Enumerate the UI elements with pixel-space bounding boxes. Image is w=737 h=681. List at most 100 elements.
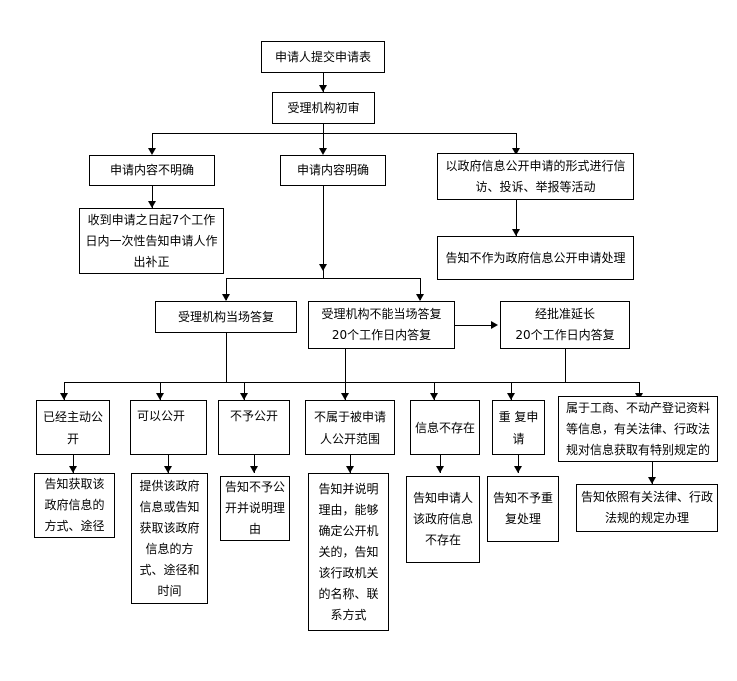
node-notify-access-method: 告知获取该政府信息的方式、途径 (34, 473, 115, 538)
arrow-bus-n3 (148, 148, 156, 155)
connector-bus3-n16 (511, 382, 512, 400)
connector-n17-n24 (652, 462, 653, 484)
node-petition-complaint-report: 以政府信息公开申请的形式进行信访、投诉、举报等活动 (437, 153, 634, 200)
node-information-not-exist: 信息不存在 (410, 400, 480, 455)
arrow-n13-n20 (250, 466, 258, 473)
arrow-n11-n18 (69, 466, 77, 473)
node-notify-reason-and-agency: 告知并说明理由，能够确定公开机关的，告知该行政机关的名称、联系方式 (308, 473, 389, 631)
connector-n3-n6 (152, 186, 153, 208)
node-notify-no-repeat: 告知不予重复处理 (487, 476, 559, 542)
connector-n13-n20 (254, 455, 255, 473)
connector-n12-n19 (168, 455, 169, 473)
node-unclear-content: 申请内容不明确 (89, 155, 215, 186)
node-label: 告知获取该政府信息的方式、途径 (44, 477, 105, 533)
arrow-bus2-n9 (416, 294, 424, 301)
connector-bus3-n12 (160, 382, 161, 400)
node-submit-application: 申请人提交申请表 (261, 41, 385, 73)
node-label: 重 复申请 (498, 409, 539, 446)
node-label: 受理机构不能当场答复 20个工作日内答复 (321, 307, 442, 342)
arrow-n1-n2 (319, 85, 327, 92)
node-label: 以政府信息公开申请的形式进行信访、投诉、举报等活动 (445, 158, 626, 194)
arrow-bus3-n16 (507, 393, 515, 400)
connector-bus3-n17 (639, 382, 640, 400)
node-label: 已经主动公开 (42, 409, 103, 446)
connector-bus2-n9 (420, 278, 421, 300)
node-label: 信息不存在 (415, 420, 476, 435)
arrow-n16-n23 (514, 466, 522, 473)
bus-level-1 (152, 133, 516, 134)
node-duplicate-application: 重 复申请 (492, 400, 545, 455)
node-label: 申请内容不明确 (109, 163, 194, 177)
arrow-n5-n7 (512, 229, 520, 236)
node-label: 不属于被申请人公开范围 (313, 409, 386, 446)
node-label: 申请人提交申请表 (274, 49, 371, 64)
connector-n15-n22 (440, 455, 441, 473)
node-cannot-answer-on-spot: 受理机构不能当场答复 20个工作日内答复 (308, 301, 455, 349)
connector-n1-n2 (323, 73, 324, 92)
arrow-bus-n4 (319, 148, 327, 155)
node-not-disclosed: 不予公开 (218, 400, 290, 455)
arrow-bus3-n11 (60, 393, 68, 400)
connector-n16-n23 (518, 455, 519, 473)
node-already-proactively-disclosed: 已经主动公开 (36, 400, 110, 455)
connector-bus3-n14 (345, 382, 346, 400)
arrow-bus3-n15 (430, 393, 438, 400)
arrow-bus-n5 (512, 148, 520, 155)
connector-n8-drop (226, 333, 227, 382)
node-label: 属于工商、不动产登记资料等信息，有关法律、行政法规对信息获取有特别规定的 (565, 400, 710, 457)
node-label: 告知申请人该政府信息不存在 (412, 491, 473, 547)
connector-n14-n21 (350, 455, 351, 473)
node-label: 告知不予重复处理 (492, 491, 553, 526)
arrow-bus3-n14 (341, 393, 349, 400)
node-clear-content: 申请内容明确 (280, 155, 386, 186)
node-notify-refusal-reason: 告知不予公开并说明理由 (220, 476, 290, 541)
node-label: 受理机构当场答复 (177, 309, 274, 324)
connector-n10-drop (565, 349, 566, 382)
node-label: 告知并说明理由，能够确定公开机关的，告知该行政机关的名称、联系方式 (318, 481, 379, 622)
connector-n9-n10 (455, 325, 493, 326)
arrow-n15-n22 (436, 466, 444, 473)
node-agency-initial-review: 受理机构初审 (272, 92, 375, 124)
node-label: 受理机构初审 (287, 100, 360, 115)
node-label: 申请内容明确 (296, 163, 369, 177)
arrow-n17-n24 (648, 477, 656, 484)
node-provide-info-or-notify: 提供该政府信息或告知获取该政府信息的方式、途径和时间 (131, 473, 208, 604)
node-label: 提供该政府信息或告知获取该政府信息的方式、途径和时间 (139, 478, 200, 598)
node-notify-not-exist: 告知申请人该政府信息不存在 (406, 476, 480, 563)
node-notify-per-law: 告知依照有关法律、行政法规的规定办理 (576, 484, 718, 532)
node-notify-supplement: 收到申请之日起7个工作日内一次性告知申请人作出补正 (79, 208, 224, 274)
connector-n2-bus (323, 124, 324, 134)
node-answer-on-the-spot: 受理机构当场答复 (155, 301, 297, 333)
node-may-be-disclosed: 可以公开 (130, 400, 207, 455)
connector-n5-n7 (516, 200, 517, 236)
node-label: 经批准延长 20个工作日内答复 (515, 307, 615, 342)
connector-n11-n18 (73, 455, 74, 473)
node-special-registry-info: 属于工商、不动产登记资料等信息，有关法律、行政法规对信息获取有特别规定的 (558, 396, 718, 462)
connector-bus3-n13 (244, 382, 245, 400)
arrow-bus3-n13 (240, 393, 248, 400)
arrow-n4-bus2 (319, 264, 327, 271)
connector-bus-n5 (516, 133, 517, 153)
arrow-n14-n21 (346, 466, 354, 473)
connector-n4-bus2 (323, 186, 324, 278)
node-label: 告知依照有关法律、行政法规的规定办理 (581, 490, 714, 525)
node-not-treated-as-disclosure: 告知不作为政府信息公开申请处理 (437, 236, 634, 280)
connector-bus3-n11 (64, 382, 65, 400)
bus-level-2 (226, 278, 421, 279)
arrow-bus2-n8 (222, 294, 230, 301)
connector-bus-n3 (152, 133, 153, 153)
node-not-within-scope: 不属于被申请人公开范围 (305, 400, 395, 455)
node-approved-extension: 经批准延长 20个工作日内答复 (500, 301, 630, 349)
arrow-n9-n10 (491, 321, 498, 329)
node-label: 告知不予公开并说明理由 (225, 480, 286, 536)
node-label: 收到申请之日起7个工作日内一次性告知申请人作出补正 (85, 212, 218, 269)
arrow-n12-n19 (164, 466, 172, 473)
bus-level-3 (64, 382, 640, 383)
node-label: 告知不作为政府信息公开申请处理 (445, 250, 626, 265)
arrow-bus3-n12 (156, 393, 164, 400)
node-label: 可以公开 (137, 409, 186, 423)
connector-bus3-n15 (434, 382, 435, 400)
node-label: 不予公开 (229, 409, 278, 423)
connector-bus-n4 (323, 133, 324, 153)
